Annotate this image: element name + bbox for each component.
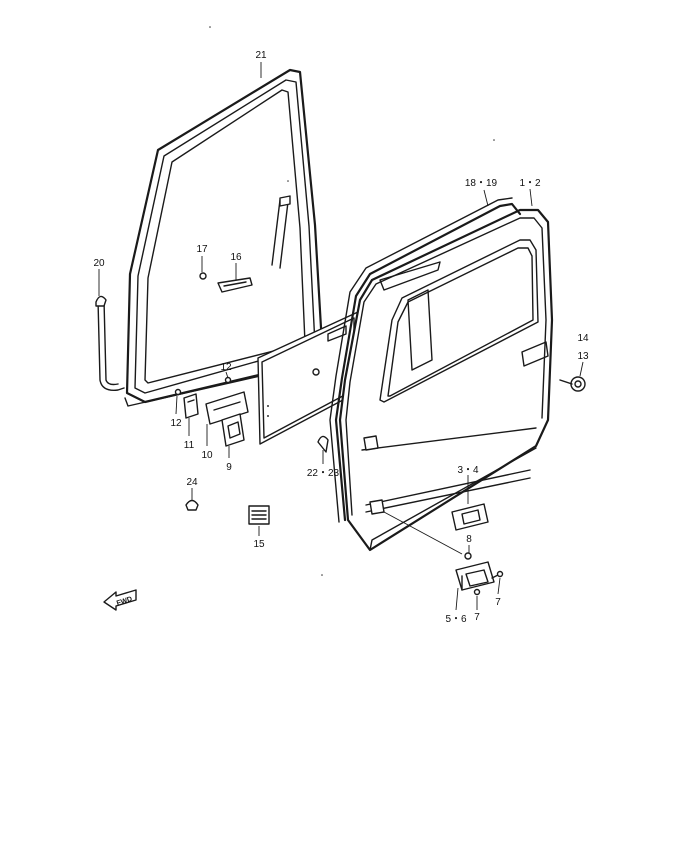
callout-15: 15 xyxy=(253,539,265,550)
striker-plate-10 xyxy=(205,391,249,425)
callout-1-2: 1・2 xyxy=(519,178,541,189)
callout-7-right: 7 xyxy=(495,597,501,608)
screw-12-top xyxy=(224,376,232,384)
screw-17 xyxy=(199,272,207,280)
callout-7-lower: 7 xyxy=(474,612,480,623)
callout-20: 20 xyxy=(93,258,105,269)
door-weatherstrip-18-19 xyxy=(329,197,522,523)
bumper-24 xyxy=(185,499,199,511)
latch-9 xyxy=(221,413,245,447)
fwd-label: FWD xyxy=(116,596,133,608)
callout-24: 24 xyxy=(186,477,198,488)
callout-17: 17 xyxy=(196,244,208,255)
callout-labels: 21 20 17 16 12 12 11 10 9 24 15 22・23 18… xyxy=(93,50,589,625)
bolt-7-lower xyxy=(473,588,481,596)
washer-8 xyxy=(464,552,472,560)
weatherstrip-20 xyxy=(95,295,125,391)
division-bar-cap xyxy=(279,195,291,207)
door-body-1-2 xyxy=(338,208,554,552)
weatherstrip-frame-21 xyxy=(124,68,324,407)
callout-22-23: 22・23 xyxy=(307,468,340,479)
callout-5-6: 5・6 xyxy=(445,614,467,625)
callout-10: 10 xyxy=(201,450,213,461)
callout-12-left: 12 xyxy=(170,418,182,429)
callout-21: 21 xyxy=(255,50,267,61)
front-direction-arrow-icon: FWD xyxy=(103,589,137,611)
inside-handle-grip xyxy=(223,281,247,287)
callout-14: 14 xyxy=(577,333,589,344)
inside-handle-16 xyxy=(217,277,253,293)
callout-12-top: 12 xyxy=(220,362,232,373)
bracket-11 xyxy=(183,393,199,419)
clip-22-23 xyxy=(317,435,329,453)
hinge-5-6 xyxy=(455,561,495,591)
lock-cylinder-13-14 xyxy=(559,376,586,392)
callout-8: 8 xyxy=(466,534,472,545)
label-plate-15 xyxy=(248,505,270,525)
division-bar xyxy=(271,199,289,269)
hinge-3-4 xyxy=(451,503,489,531)
callout-3-4: 3・4 xyxy=(457,465,479,476)
leader-lines xyxy=(98,62,584,611)
callout-11: 11 xyxy=(184,440,195,451)
screw-12-left xyxy=(174,388,182,396)
callout-13: 13 xyxy=(577,351,589,362)
callout-16: 16 xyxy=(230,252,242,263)
bolt-7-right xyxy=(491,570,504,579)
callout-18-19: 18・19 xyxy=(465,178,498,189)
callout-9: 9 xyxy=(226,462,232,473)
